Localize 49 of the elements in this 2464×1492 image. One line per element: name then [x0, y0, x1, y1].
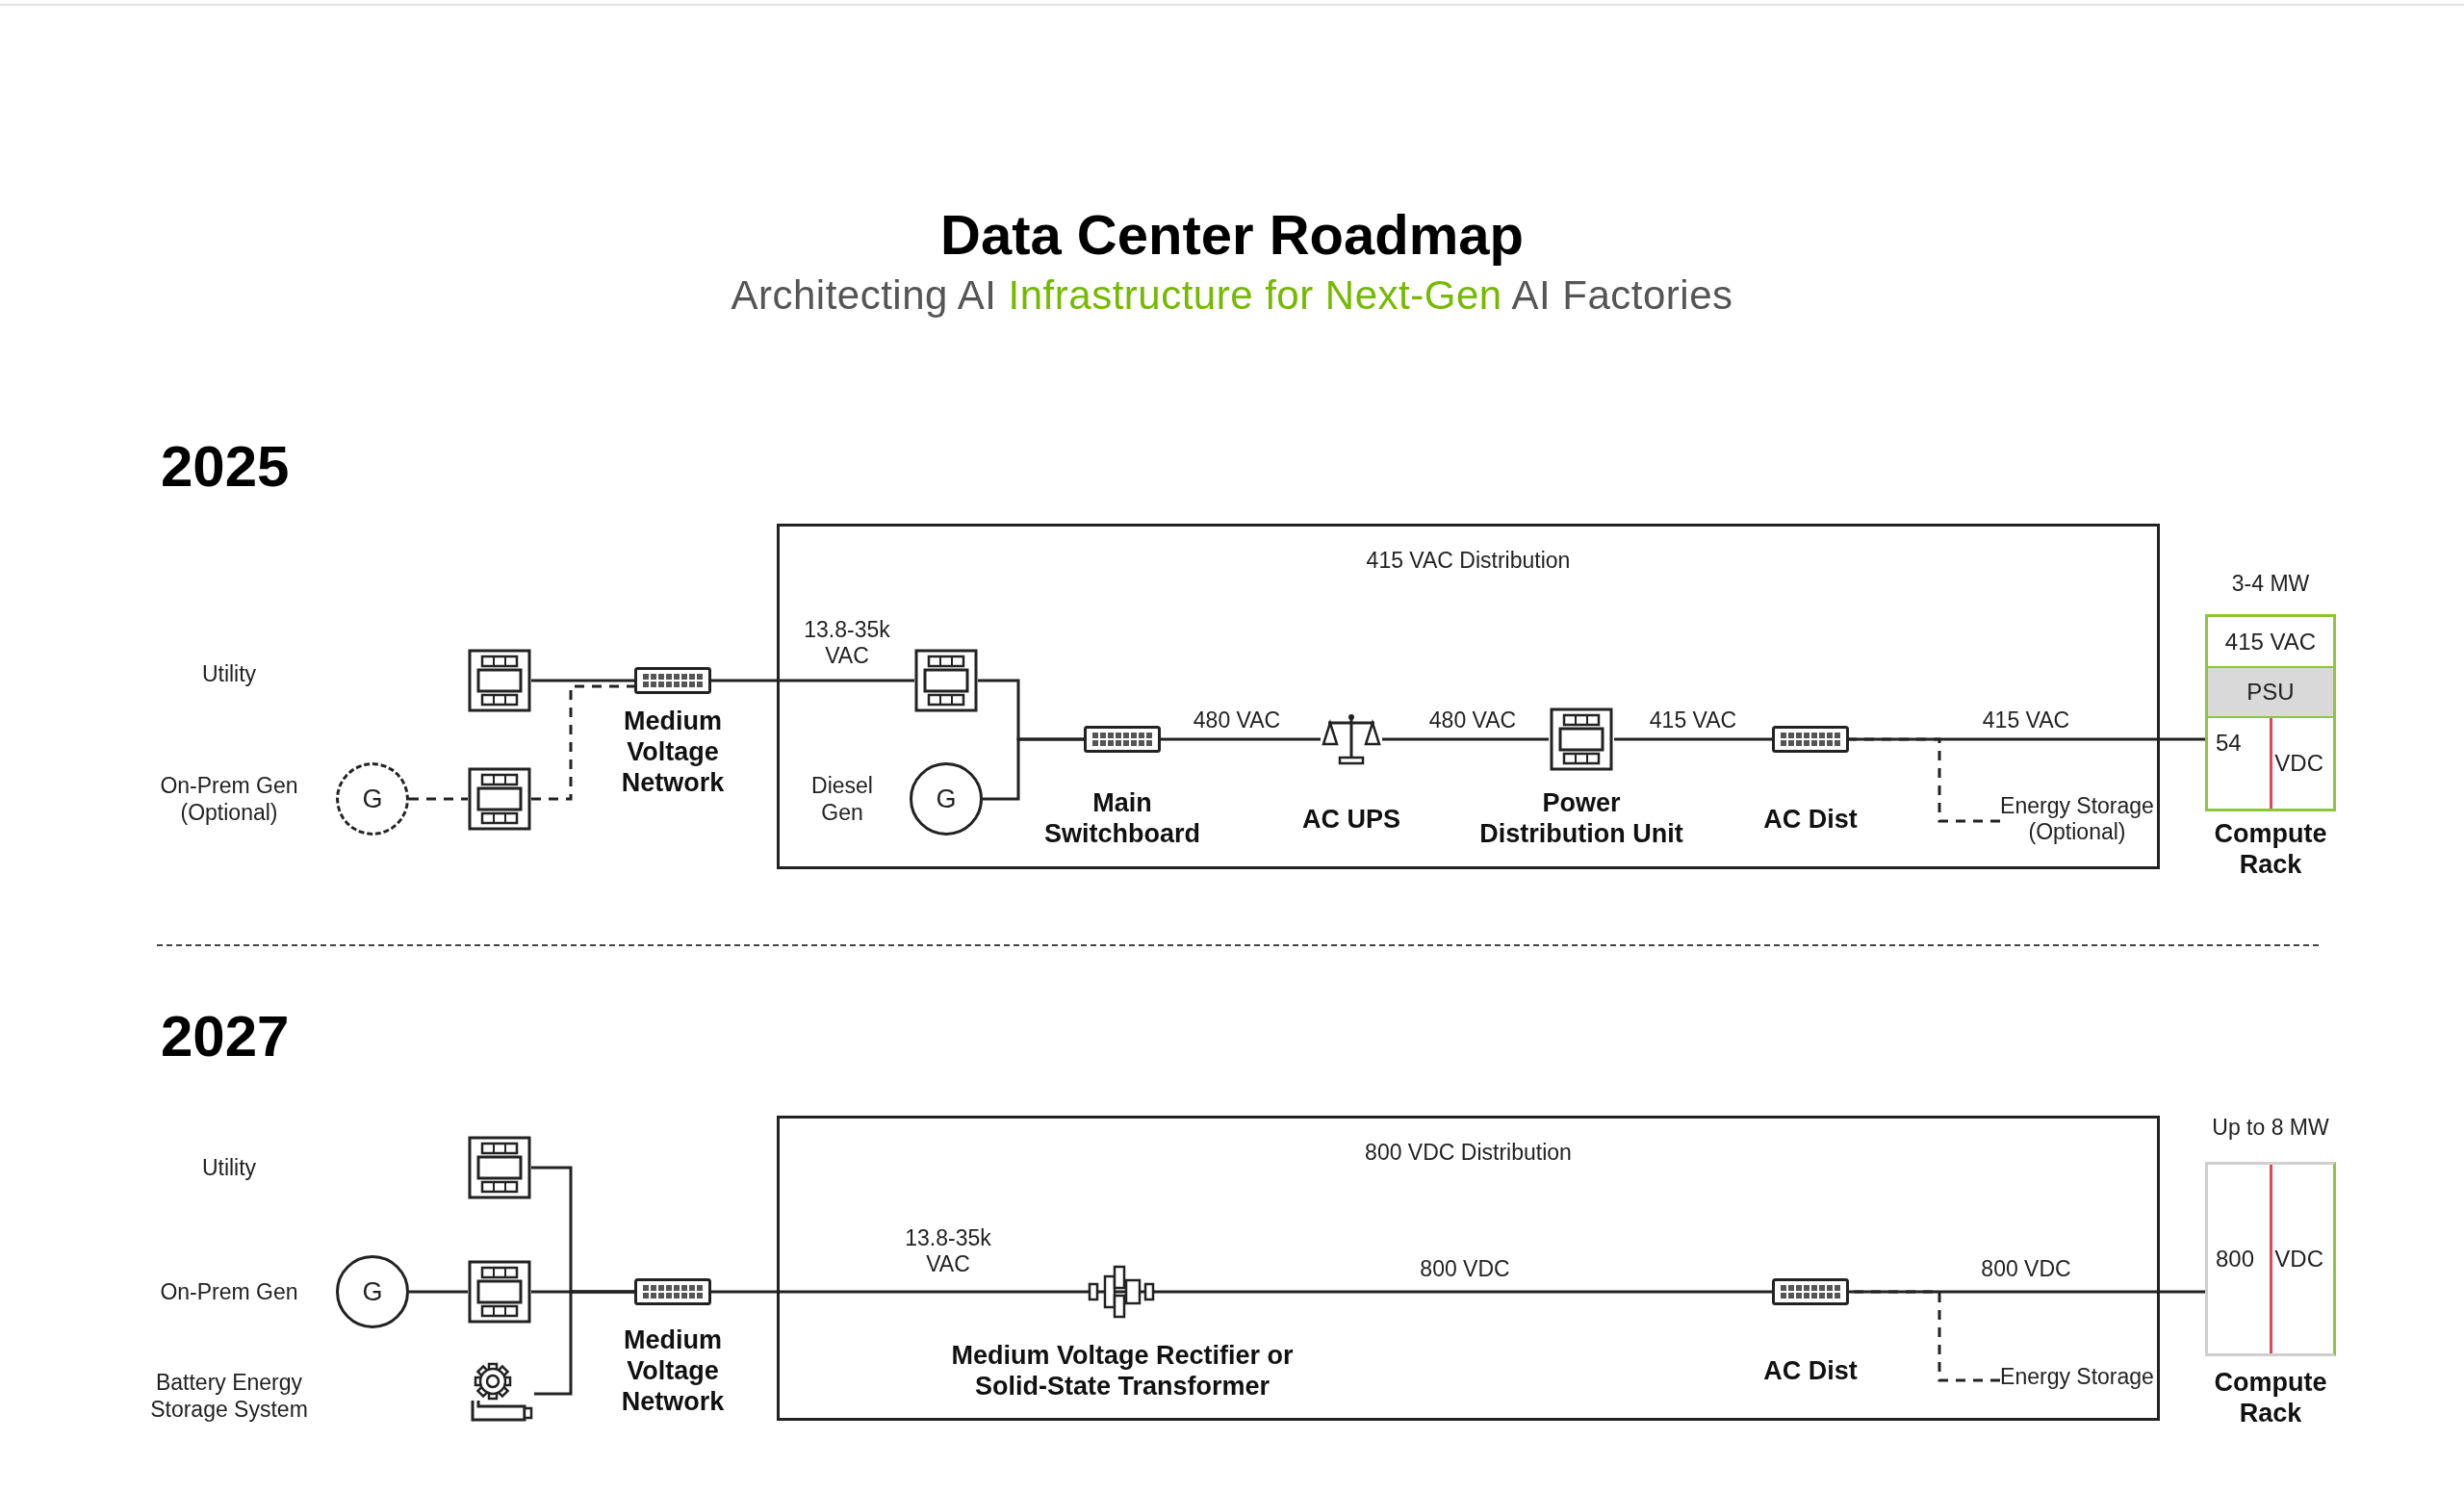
- side-caption: On-Prem Gen: [159, 1278, 299, 1305]
- connector-line: [1161, 737, 1321, 741]
- voltage-value: 800: [2216, 1246, 2255, 1273]
- year-heading: 2027: [161, 1003, 290, 1069]
- connector-line: [983, 737, 1084, 801]
- node-caption: Medium Voltage Rectifier or Solid-State Transformer: [950, 1340, 1295, 1402]
- year-heading: 2025: [161, 433, 290, 500]
- diagram-subtitle: Architecting AI Infrastructure for Next-Gen AI Factories: [730, 272, 1734, 319]
- generator-circle: G: [336, 1255, 409, 1328]
- storage-label: Energy Storage (Optional): [2000, 793, 2154, 849]
- node-caption: Main Switchboard: [1043, 787, 1201, 849]
- row-label: Utility: [200, 660, 258, 687]
- frame-title: 800 VDC Distribution: [1364, 1140, 1573, 1166]
- rack-caption: Compute Rack: [2213, 818, 2328, 880]
- node-caption: AC Dist: [1762, 1355, 1859, 1386]
- frame-title: 415 VAC Distribution: [1365, 548, 1572, 574]
- generator-circle: G: [336, 762, 409, 836]
- connector-line: [1159, 1290, 1772, 1294]
- node-caption: AC Dist: [1762, 804, 1859, 835]
- distribution-frame: [777, 1116, 2160, 1421]
- connector-line: [711, 1290, 1086, 1294]
- connector-line: [531, 679, 634, 682]
- voltage-unit: VDC: [2274, 1246, 2323, 1273]
- node-caption: Medium Voltage Network: [620, 706, 726, 798]
- dashed-connector: [409, 797, 468, 801]
- side-caption: On-Prem Gen (Optional): [159, 772, 299, 826]
- row-label: Utility: [200, 1154, 258, 1181]
- dashed-connector: [531, 684, 634, 801]
- voltage-unit: VDC: [2274, 750, 2323, 777]
- connector-line: [409, 1290, 468, 1294]
- psu-band: PSU: [2208, 668, 2333, 718]
- diagram-title: Data Center Roadmap: [939, 202, 1525, 267]
- node-caption: Medium Voltage Network: [620, 1325, 726, 1417]
- side-caption: 3-4 MW: [2230, 570, 2311, 597]
- connector-line: [1849, 1290, 2205, 1294]
- dashed-connector: [1849, 737, 2000, 823]
- connector-line: [1382, 737, 1549, 741]
- connector-line: [1614, 737, 1772, 741]
- connector-line: [534, 1290, 634, 1396]
- node-caption: AC UPS: [1301, 804, 1401, 835]
- node-caption: Power Distribution Unit: [1478, 787, 1684, 849]
- rack-caption: Compute Rack: [2213, 1367, 2328, 1428]
- side-caption: Diesel Gen: [810, 772, 874, 826]
- connector-line: [711, 679, 914, 682]
- side-caption: Up to 8 MW: [2211, 1114, 2330, 1141]
- generator-circle: G: [910, 762, 983, 836]
- storage-label: Energy Storage: [2000, 1364, 2154, 1397]
- row-label: Battery Energy Storage System: [149, 1369, 309, 1423]
- voltage-value: 54: [2216, 730, 2242, 757]
